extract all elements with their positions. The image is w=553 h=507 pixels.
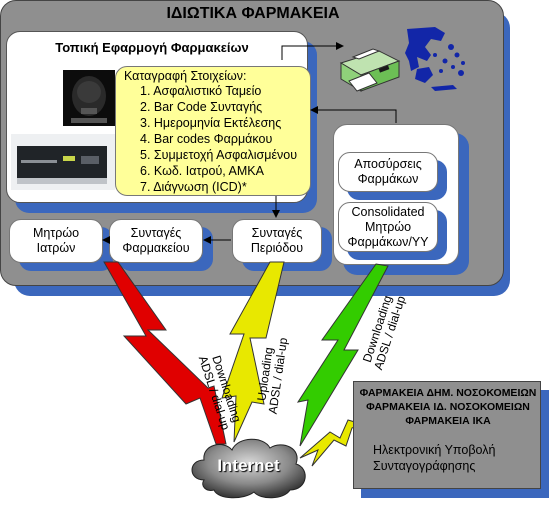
period-prescriptions-label-2: Περιόδου [250,241,304,255]
red-lightning [103,261,227,445]
hospital-lightning [299,419,364,467]
data-capture-item: 6. Κωδ. Ιατρού, ΑΜΚΑ [140,164,264,178]
frame-title: ΙΔΙΩΤΙΚΑ ΦΑΡΜΑΚΕΙΑ [166,5,340,22]
data-capture-item: 2. Bar Code Συνταγής [140,100,263,114]
data-capture-item: 3. Ημερομηνία Εκτέλεσης [140,116,282,130]
hospital-pharmacies-body-1: Ηλεκτρονική Υποβολή [373,443,496,457]
barcode-reader-image [63,70,115,126]
drug-withdrawals-label-1: Αποσύρσεις [354,157,422,171]
hospital-pharmacies-line-3: ΦΑΡΜΑΚΕΙΑ ΙΚΑ [405,415,491,427]
pharmacy-prescriptions-label-1: Συνταγές [130,226,182,240]
receipt-printer-image [11,134,115,190]
consolidated-registry-label-1: Consolidated [351,204,425,219]
doctors-registry-label-1: Μητρώο [32,226,80,240]
drug-withdrawals-label-2: Φαρμάκων [357,172,419,186]
local-app-title: Τοπική Εφαρμογή Φαρμακείων [55,40,249,55]
consolidated-registry-label-2: Μητρώο [364,219,412,234]
private-pharmacies-frame: ΙΔΙΩΤΙΚΑ ΦΑΡΜΑΚΕΙΑ Τοπική Εφαρμογή Φαρμα… [0,0,504,286]
hospital-pharmacies-body-2: Συνταγογράφησης [373,459,476,473]
registry-to-data-arrow [310,106,397,123]
data-capture-box: Καταγραφή Στοιχείων: 1. Ασφαλιστικό Ταμε… [115,66,311,196]
data-capture-item: 5. Συμμετοχή Ασφαλισμένου [140,148,298,162]
data-capture-item: 4. Bar codes Φαρμάκου [140,132,273,146]
pharmacy-prescriptions-label-2: Φαρμακείου [122,241,190,255]
internet-label: Internet [217,456,280,475]
green-lightning [296,263,389,447]
hospital-pharmacies-line-1: ΦΑΡΜΑΚΕΙΑ ΔΗΜ. ΝΟΣΟΚΟΜΕΙΩΝ [359,387,537,399]
consolidated-registry-label-3: Φαρμάκων/ΥΥ [347,234,429,249]
print-arrow [281,42,344,60]
internet-cloud: Internet [186,434,311,502]
doctors-registry-label-2: Ιατρών [36,241,76,255]
data-capture-item: 1. Ασφαλιστικό Ταμείο [140,84,262,98]
data-capture-title: Καταγραφή Στοιχείων: [124,69,247,83]
hospital-pharmacies-box: ΦΑΡΜΑΚΕΙΑ ΔΗΜ. ΝΟΣΟΚΟΜΕΙΩΝ ΦΑΡΜΑΚΕΙΑ ΙΔ.… [353,381,541,489]
data-capture-item: 7. Διάγνωση (ICD)* [140,180,247,194]
hospital-pharmacies-line-2: ΦΑΡΜΑΚΕΙΑ ΙΔ. ΝΟΣΟΚΟΜΕΙΩΝ [366,401,530,413]
printer-icon [335,37,403,95]
period-prescriptions-label-1: Συνταγές [251,226,303,240]
greece-map-icon [401,25,471,95]
yellow-lightning [221,261,285,443]
